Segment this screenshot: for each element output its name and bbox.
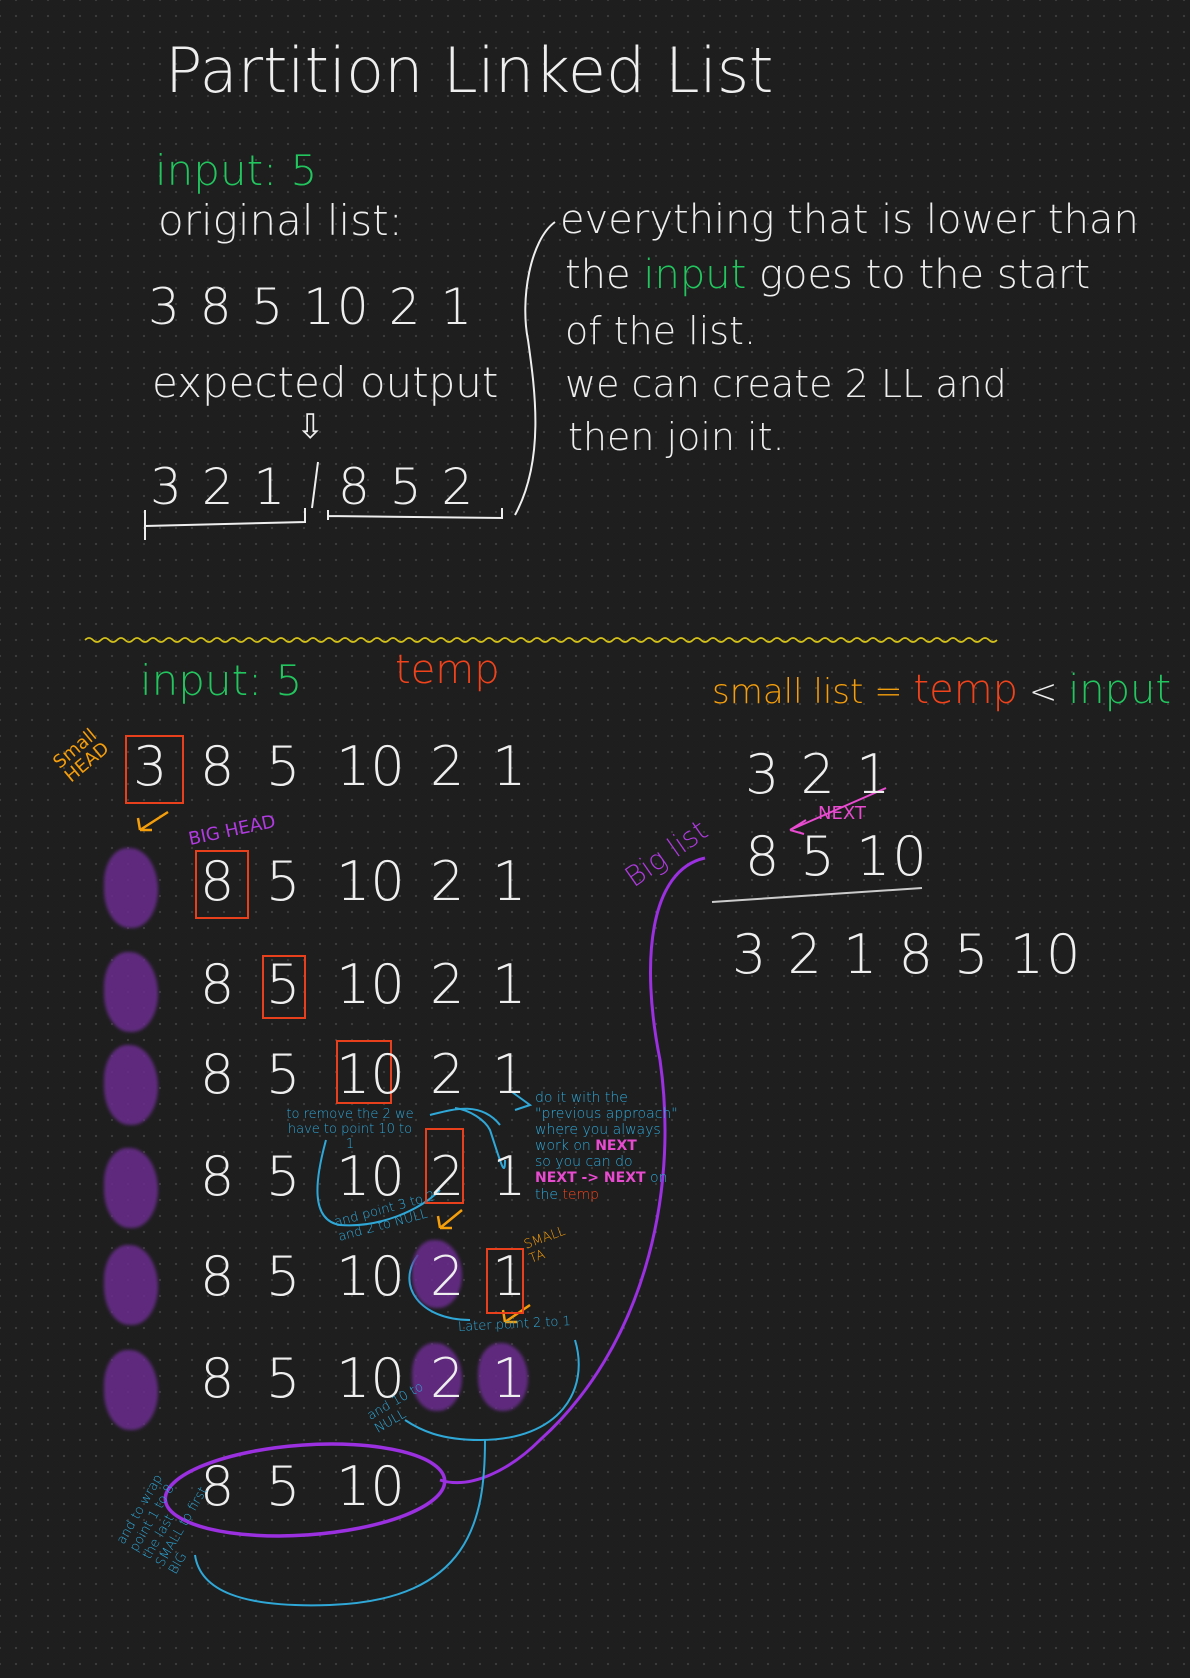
expected-output-left: 3 2 1 bbox=[150, 458, 288, 516]
row-2-node-5: 1 bbox=[492, 850, 527, 913]
removed-node-blob bbox=[104, 1350, 158, 1430]
note-prev-line-7: the temp bbox=[535, 1187, 678, 1203]
small-list-prefix: small list = bbox=[712, 672, 914, 712]
note-prev-4a: work on bbox=[535, 1138, 596, 1155]
row-7-node-3: 10 bbox=[336, 1347, 405, 1410]
page-title: Partition Linked List bbox=[165, 34, 774, 107]
removed-node-blob bbox=[104, 848, 158, 928]
temp-highlight-box bbox=[195, 850, 249, 919]
row-6-node-1: 8 bbox=[200, 1245, 235, 1308]
row-5-node-2: 5 bbox=[266, 1145, 301, 1208]
next-label: NEXT bbox=[818, 803, 866, 824]
note-prev-line-1: do it with the bbox=[535, 1090, 628, 1106]
note-prev-7a: the bbox=[535, 1186, 563, 1203]
row-2-node-2: 5 bbox=[266, 850, 301, 913]
result-joined-list: 3 2 1 8 5 10 bbox=[732, 923, 1083, 986]
row-7-node-5: 1 bbox=[492, 1347, 527, 1410]
row-3-node-2: 5 bbox=[266, 953, 301, 1016]
row-3-node-4: 2 bbox=[430, 953, 465, 1016]
row-8-node-1: 8 bbox=[200, 1455, 235, 1518]
removed-node-blob bbox=[104, 1148, 158, 1228]
row-2-node-3: 10 bbox=[336, 850, 405, 913]
small-list-input: input bbox=[1068, 667, 1172, 713]
moved-node-blob bbox=[478, 1343, 528, 1411]
row-8-node-3: 10 bbox=[336, 1455, 405, 1518]
moved-node-blob bbox=[412, 1240, 462, 1308]
note-line-5: then join it. bbox=[568, 415, 785, 459]
row-7-node-4: 2 bbox=[430, 1347, 465, 1410]
original-list-label: original list: bbox=[158, 196, 403, 245]
row-4-node-5: 1 bbox=[492, 1043, 527, 1106]
note-line-2-input: input bbox=[643, 252, 747, 298]
note-prev-line-6: NEXT -> NEXT on bbox=[535, 1170, 678, 1186]
note-prev-next-next: NEXT -> NEXT bbox=[535, 1170, 646, 1187]
input-label-top: input: 5 bbox=[155, 146, 318, 195]
row-1-node-2: 8 bbox=[200, 735, 235, 798]
note-previous-approach: do it with the "previous approach" where… bbox=[535, 1090, 678, 1203]
row-7-node-2: 5 bbox=[266, 1347, 301, 1410]
note-prev-line-5: so you can do bbox=[535, 1154, 633, 1171]
note-line-2: the input goes to the start bbox=[565, 255, 1090, 295]
note-remove: to remove the 2 we have to point 10 to 1 bbox=[286, 1107, 414, 1152]
row-5-node-5: 1 bbox=[492, 1145, 527, 1208]
row-2-node-4: 2 bbox=[430, 850, 465, 913]
note-prev-6b: on bbox=[645, 1170, 668, 1187]
small-list-temp: temp bbox=[913, 667, 1019, 713]
row-1-node-3: 5 bbox=[266, 735, 301, 798]
row-1-node-4: 10 bbox=[336, 735, 405, 798]
row-5-node-1: 8 bbox=[200, 1145, 235, 1208]
down-arrow-icon: ⇩ bbox=[296, 407, 325, 447]
row-6-node-2: 5 bbox=[266, 1245, 301, 1308]
row-1-node-6: 1 bbox=[492, 735, 527, 798]
temp-highlight-box bbox=[262, 955, 306, 1019]
note-line-4: we can create 2 LL and bbox=[565, 362, 1007, 406]
row-8-node-2: 5 bbox=[266, 1455, 301, 1518]
temp-highlight-box bbox=[125, 735, 184, 804]
temp-highlight-box bbox=[336, 1040, 392, 1104]
note-line-2c: goes to the start bbox=[746, 252, 1090, 298]
expected-output-right: 8 5 2 bbox=[338, 458, 476, 516]
row-6-node-4: 2 bbox=[430, 1245, 465, 1308]
note-line-3: of the list. bbox=[565, 309, 757, 353]
row-6-node-3: 10 bbox=[336, 1245, 405, 1308]
row-7-node-1: 8 bbox=[200, 1347, 235, 1410]
temp-highlight-box bbox=[486, 1248, 524, 1314]
row-3-node-1: 8 bbox=[200, 953, 235, 1016]
removed-node-blob bbox=[104, 1045, 158, 1125]
row-3-node-5: 1 bbox=[492, 953, 527, 1016]
row-1-node-1: 3 bbox=[133, 735, 168, 798]
moved-node-blob bbox=[412, 1343, 462, 1411]
result-big-list: 8 5 10 bbox=[745, 825, 929, 888]
temp-label: temp bbox=[395, 647, 500, 693]
row-1-node-5: 2 bbox=[430, 735, 465, 798]
row-4-node-1: 8 bbox=[200, 1043, 235, 1106]
note-prev-line-4: work on NEXT bbox=[535, 1138, 678, 1154]
small-list-formula: small list = temp < input bbox=[712, 670, 1171, 710]
input-label-bottom: input: 5 bbox=[140, 656, 303, 705]
row-4-node-2: 5 bbox=[266, 1043, 301, 1106]
row-4-node-4: 2 bbox=[430, 1043, 465, 1106]
small-list-lt: < bbox=[1018, 672, 1069, 712]
note-prev-line-2: "previous approach" bbox=[535, 1106, 678, 1123]
note-prev-line-3: where you always bbox=[535, 1122, 661, 1139]
row-4-node-3: 10 bbox=[336, 1043, 405, 1106]
result-small-list: 3 2 1 bbox=[745, 743, 893, 806]
row-3-node-3: 10 bbox=[336, 953, 405, 1016]
note-line-1: everything that is lower than bbox=[560, 197, 1139, 243]
expected-output-label: expected output bbox=[152, 358, 499, 407]
row-2-node-1: 8 bbox=[200, 850, 235, 913]
note-prev-temp: temp bbox=[562, 1186, 600, 1203]
removed-node-blob bbox=[104, 1245, 158, 1325]
note-prev-next: NEXT bbox=[595, 1138, 637, 1155]
row-5-node-4: 2 bbox=[430, 1145, 465, 1208]
note-line-2a: the bbox=[565, 252, 644, 298]
row-5-node-3: 10 bbox=[336, 1145, 405, 1208]
temp-highlight-box bbox=[425, 1128, 464, 1204]
removed-node-blob bbox=[104, 952, 158, 1032]
original-list-values: 3 8 5 10 2 1 bbox=[148, 278, 475, 336]
row-6-node-5: 1 bbox=[492, 1245, 527, 1308]
